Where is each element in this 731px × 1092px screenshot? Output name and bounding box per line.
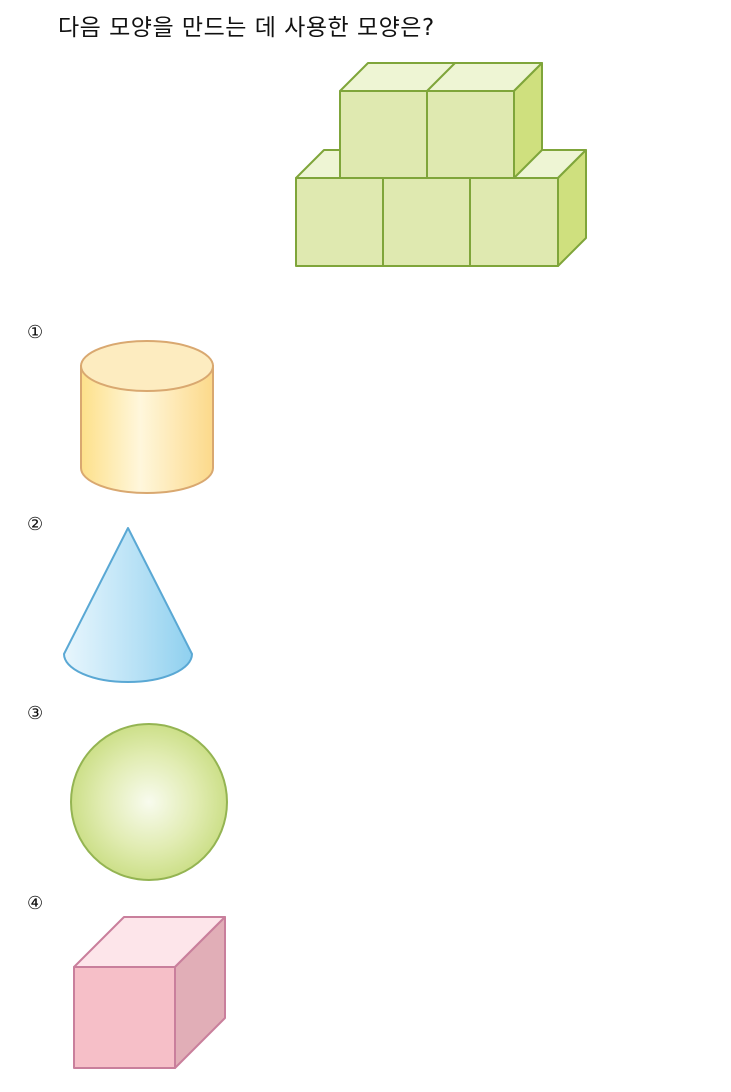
question-text: 다음 모양을 만드는 데 사용한 모양은? (58, 15, 435, 41)
stacked-cubes-figure (295, 62, 587, 267)
option-4-label[interactable]: ④ (27, 893, 44, 914)
option-3-label[interactable]: ③ (27, 703, 44, 724)
cube-icon[interactable] (70, 914, 230, 1074)
option-2-label[interactable]: ② (27, 514, 44, 535)
cylinder-icon[interactable] (78, 338, 218, 498)
option-1-label[interactable]: ① (27, 322, 44, 343)
sphere-icon[interactable] (68, 722, 232, 886)
cone-icon[interactable] (60, 524, 198, 688)
